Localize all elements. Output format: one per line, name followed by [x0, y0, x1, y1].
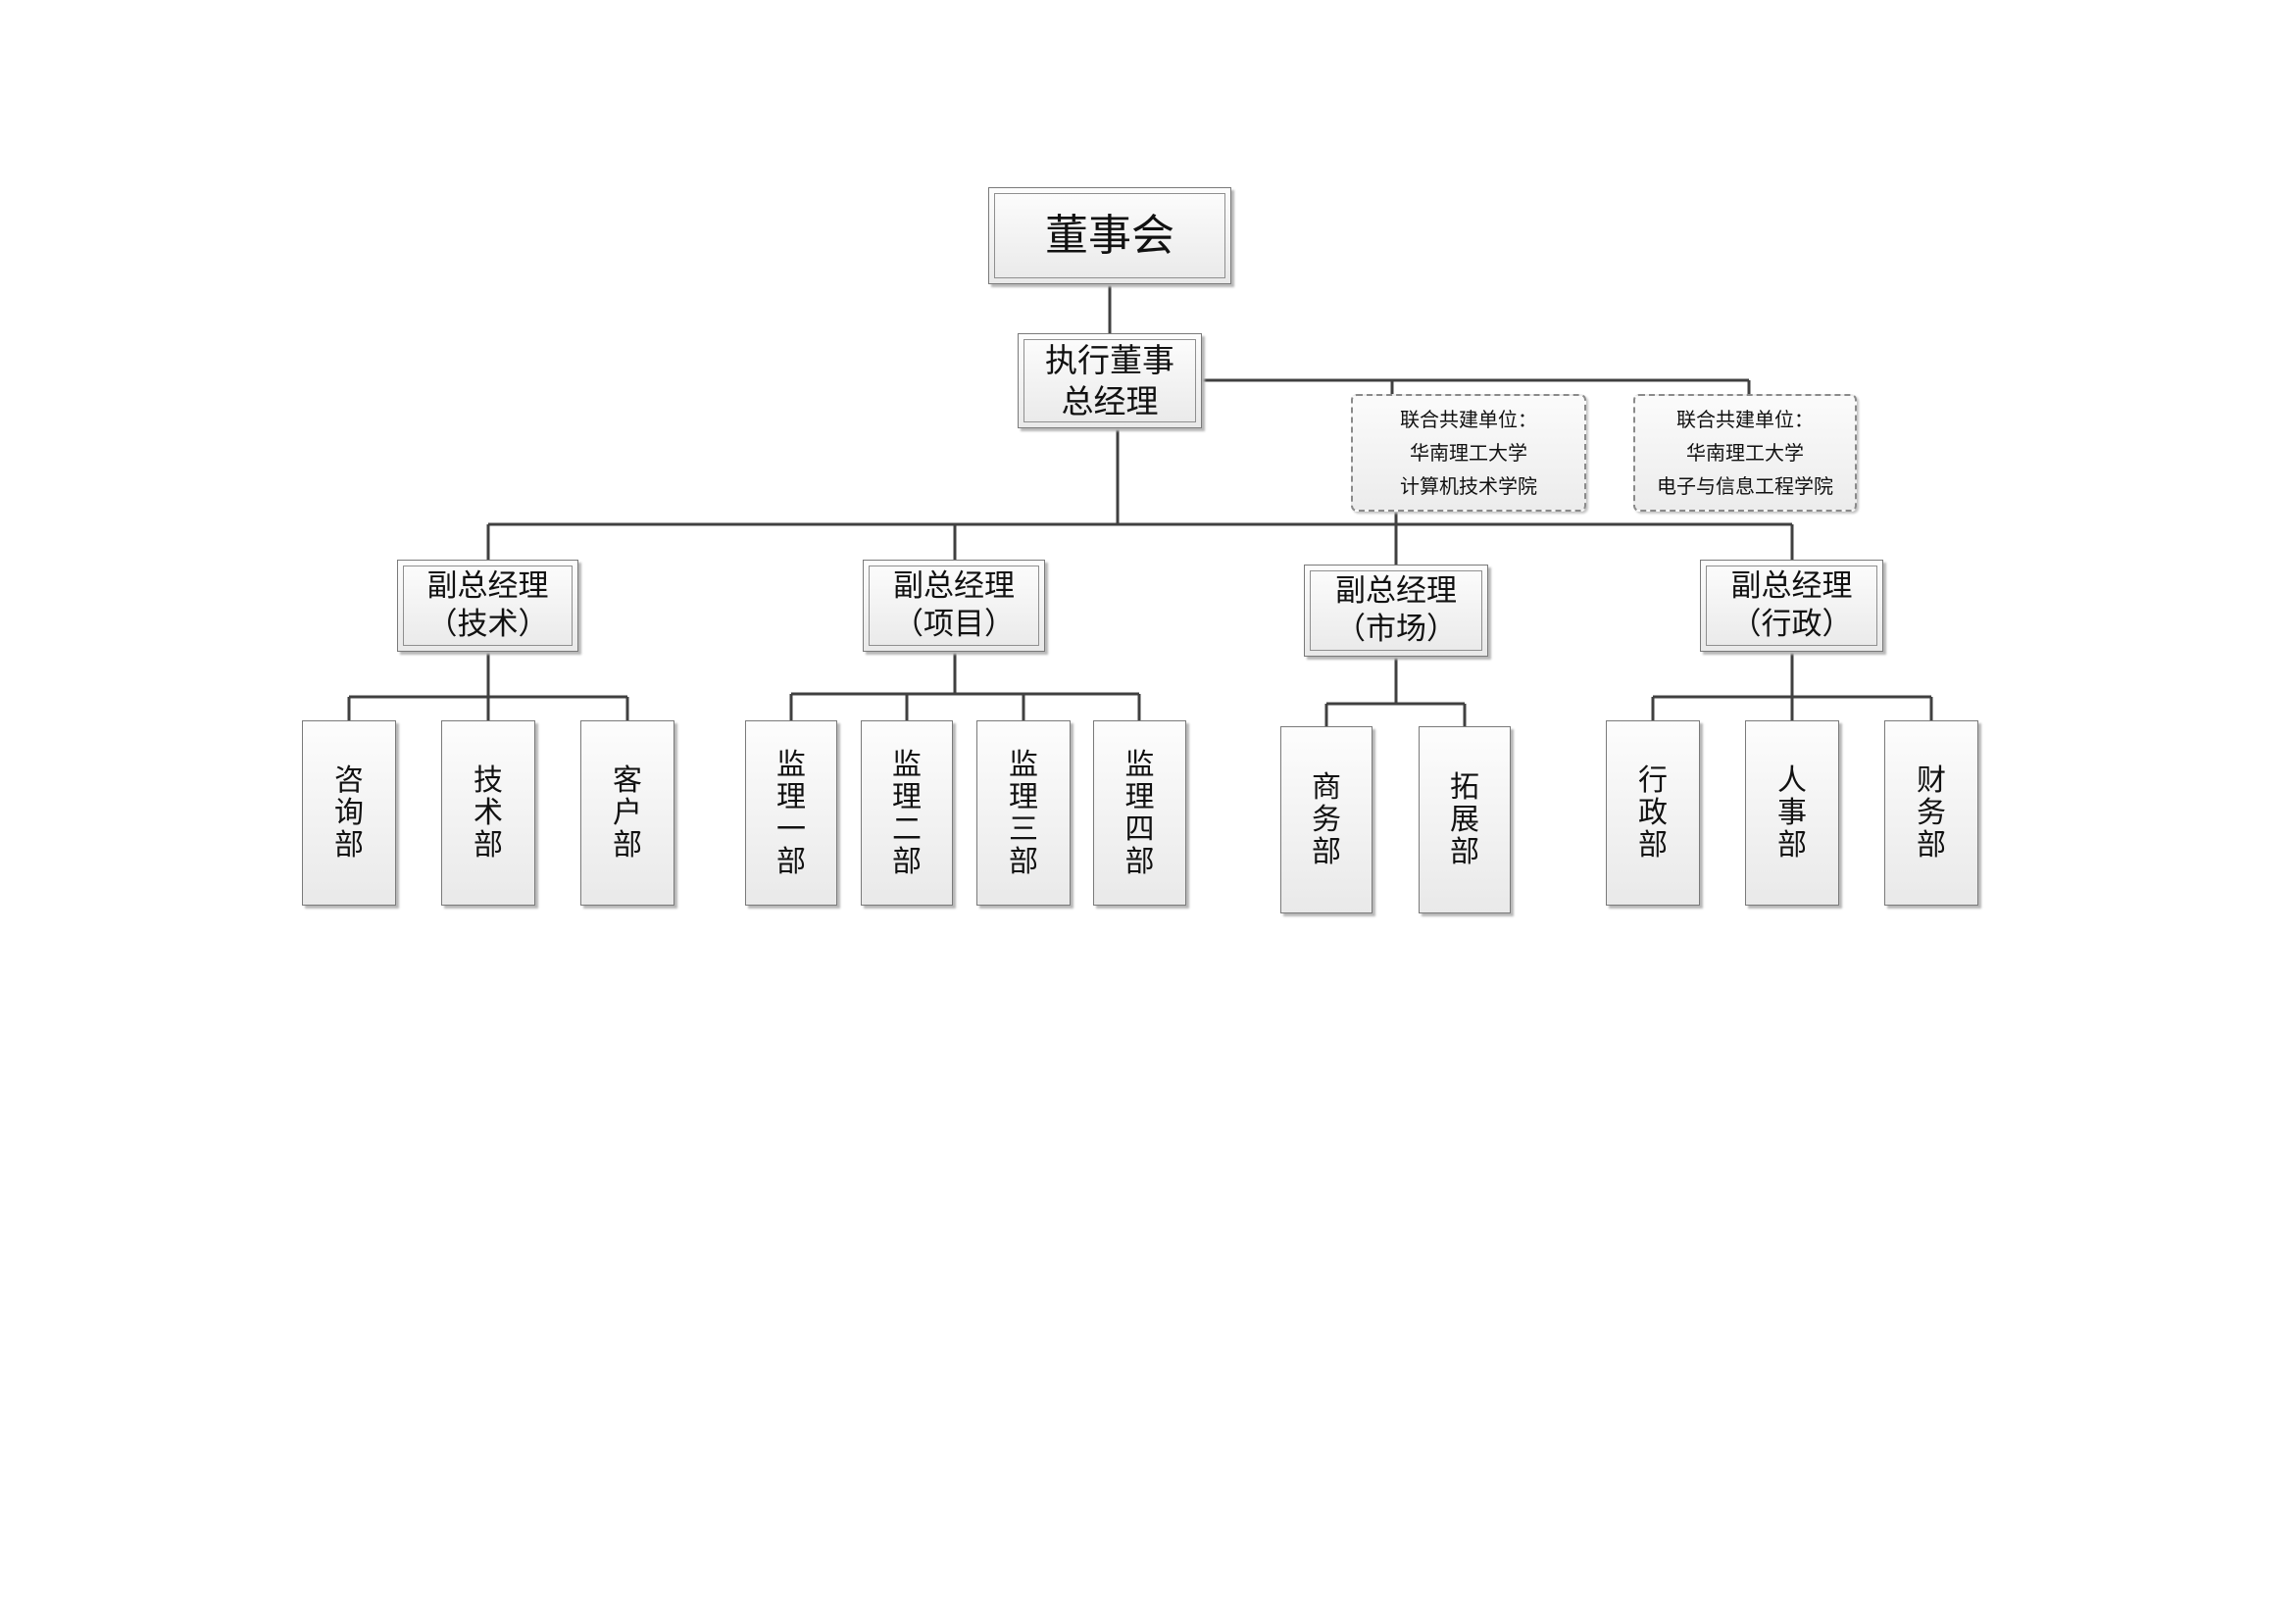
partner-label: 联合共建单位： 华南理工大学 电子与信息工程学院 [1657, 408, 1833, 498]
dept-label: 咨 询 部 [334, 763, 364, 862]
dept-label: 商 务 部 [1312, 770, 1341, 869]
dept-node: 监 理 一 部 [745, 720, 837, 906]
board-node: 董事会 [988, 187, 1231, 284]
dept-node: 客 户 部 [580, 720, 674, 906]
vp-node-tech: 副总经理 （技术） [397, 560, 578, 652]
vp-label: 副总经理 （市场） [1335, 573, 1457, 647]
vp-label: 副总经理 （项目） [893, 568, 1015, 642]
dept-node: 咨 询 部 [302, 720, 396, 906]
vp-node-admin: 副总经理 （行政） [1700, 560, 1883, 652]
dept-node: 商 务 部 [1280, 726, 1373, 913]
dept-label: 监 理 二 部 [892, 747, 922, 879]
dept-node: 人 事 部 [1745, 720, 1839, 906]
dept-label: 监 理 三 部 [1009, 747, 1038, 879]
vp-label: 副总经理 （技术） [426, 568, 549, 642]
dept-label: 行 政 部 [1638, 763, 1668, 862]
vp-node-project: 副总经理 （项目） [863, 560, 1045, 652]
dept-node: 财 务 部 [1884, 720, 1978, 906]
dept-node: 拓 展 部 [1419, 726, 1511, 913]
dept-label: 监 理 一 部 [776, 747, 806, 879]
dept-node: 行 政 部 [1606, 720, 1700, 906]
partner-node-electronics: 联合共建单位： 华南理工大学 电子与信息工程学院 [1633, 394, 1857, 512]
vp-node-market: 副总经理 （市场） [1304, 565, 1488, 657]
executive-node: 执行董事 总经理 [1018, 333, 1202, 428]
vp-label: 副总经理 （行政） [1730, 568, 1853, 642]
dept-label: 财 务 部 [1917, 763, 1946, 862]
board-label: 董事会 [1045, 210, 1174, 261]
dept-node: 监 理 四 部 [1093, 720, 1186, 906]
dept-label: 客 户 部 [613, 763, 642, 862]
partner-label: 联合共建单位： 华南理工大学 计算机技术学院 [1400, 408, 1537, 498]
dept-node: 监 理 二 部 [861, 720, 953, 906]
executive-label: 执行董事 总经理 [1045, 341, 1174, 420]
dept-node: 监 理 三 部 [976, 720, 1071, 906]
dept-label: 技 术 部 [474, 763, 503, 862]
dept-label: 拓 展 部 [1450, 770, 1479, 869]
partner-node-computer-tech: 联合共建单位： 华南理工大学 计算机技术学院 [1351, 394, 1586, 512]
dept-label: 人 事 部 [1777, 763, 1807, 862]
dept-node: 技 术 部 [441, 720, 535, 906]
dept-label: 监 理 四 部 [1124, 747, 1155, 879]
